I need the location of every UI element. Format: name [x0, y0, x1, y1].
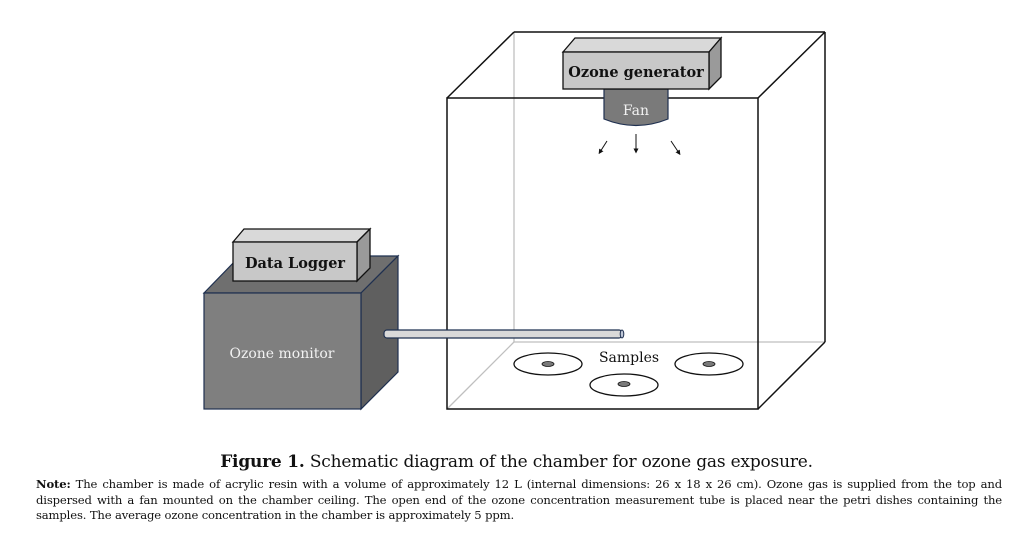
- airflow-arrow-left-icon: [598, 140, 608, 155]
- chamber-bottom-left-depth: [446, 341, 515, 410]
- figure-note: Note: The chamber is made of acrylic res…: [36, 477, 1002, 524]
- data-logger-label: Data Logger: [245, 255, 345, 272]
- measurement-tube-body: [383, 329, 623, 339]
- ozone-generator: Ozone generator: [561, 36, 723, 91]
- chamber-front-edges: [446, 31, 826, 410]
- samples-label: Samples: [599, 350, 659, 366]
- airflow-arrow-right-icon: [670, 140, 681, 156]
- ozone-generator-label: Ozone generator: [568, 64, 704, 81]
- chamber-bottom-right-depth: [757, 341, 826, 410]
- fan: Fan: [603, 88, 669, 127]
- ozone-generator-top: [561, 37, 723, 53]
- figure-label: Figure 1.: [220, 452, 305, 472]
- data-logger: Data Logger: [231, 227, 372, 283]
- measurement-tube: [383, 329, 625, 339]
- petri-dish: [513, 352, 583, 376]
- ozone-monitor-front: [203, 292, 362, 410]
- note-text: The chamber is made of acrylic resin wit…: [36, 477, 1002, 523]
- figure-caption: Figure 1. Schematic diagram of the chamb…: [0, 452, 1033, 472]
- sample-dot: [702, 361, 716, 367]
- airflow-arrows: [598, 134, 681, 156]
- measurement-tube-open-end: [619, 329, 625, 339]
- fan-body: [603, 88, 669, 127]
- note-label: Note:: [36, 477, 71, 491]
- data-logger-top: [231, 228, 372, 243]
- petri-dish: [674, 352, 744, 376]
- chamber-front-face: [446, 97, 759, 410]
- chamber-schematic: Samples Fan Ozone generator Ozone monito…: [202, 31, 826, 411]
- ozone-generator-front: [562, 51, 710, 90]
- figure-caption-text: Schematic diagram of the chamber for ozo…: [304, 452, 813, 472]
- sample-dot: [617, 381, 631, 387]
- petri-dishes: [513, 352, 744, 397]
- petri-dish: [589, 373, 659, 397]
- sample-dot: [541, 361, 555, 367]
- chamber-back-edges: [446, 32, 825, 410]
- chamber-top-right-depth: [757, 31, 826, 99]
- data-logger-front: [232, 241, 358, 282]
- ozone-monitor-label: Ozone monitor: [230, 346, 335, 362]
- fan-label: Fan: [623, 103, 649, 119]
- chamber-top-left-depth: [446, 31, 515, 99]
